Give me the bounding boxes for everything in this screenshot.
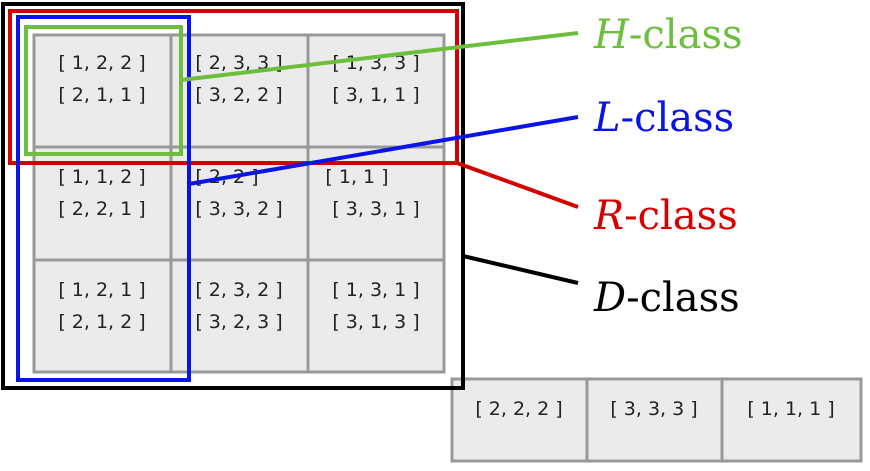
h-class-connector — [180, 31, 579, 82]
cell-word: [ 3, 1, 3 ] — [332, 311, 419, 333]
cell-word: [ 1, 1, 2 ] — [58, 166, 145, 188]
l-class-box — [16, 15, 191, 382]
d-class-box — [1, 2, 465, 390]
cell-word: [ 1, 2, 1 ] — [58, 279, 145, 301]
d-class-label: D-class — [593, 275, 740, 321]
cell-word: [ 3, 2, 2 ] — [195, 84, 282, 106]
bottom-cell — [585, 377, 724, 463]
cell-word: [ 1, 1 ] — [325, 166, 388, 188]
bottom-cell-word: [ 3, 3, 3 ] — [610, 398, 697, 420]
grid-cell — [306, 145, 446, 262]
cell-word: [ 3, 3, 1 ] — [332, 198, 419, 220]
cell-word: [ 2, 3, 2 ] — [195, 279, 282, 301]
r-class-box — [8, 9, 459, 165]
bottom-row: [ 2, 2, 2 ] [ 3, 3, 3 ] [ 1, 1, 1 ] — [450, 377, 863, 463]
bottom-cell — [720, 377, 863, 463]
grid-cell — [169, 33, 310, 149]
bottom-cell — [450, 377, 589, 463]
cell-word: [ 2, 1, 2 ] — [58, 311, 145, 333]
cell-word: [ 3, 1, 1 ] — [332, 84, 419, 106]
l-class-label: L-class — [593, 95, 734, 141]
l-class-connector — [188, 115, 579, 186]
r-class-label: R-class — [593, 193, 738, 239]
cell-word: [ 3, 3, 2 ] — [195, 198, 282, 220]
bottom-cell-word: [ 2, 2, 2 ] — [475, 398, 562, 420]
grid-cell — [32, 33, 173, 149]
grid-cell-texts: [ 1, 2, 2 ] [ 2, 1, 1 ] [ 2, 3, 3 ] [ 3,… — [58, 52, 419, 333]
cell-word: [ 3, 2, 3 ] — [195, 311, 282, 333]
grid-cell — [306, 258, 446, 374]
d-class-connector — [462, 254, 579, 285]
bottom-cell-word: [ 1, 1, 1 ] — [747, 398, 834, 420]
grid — [32, 33, 446, 374]
cell-word: [ 1, 2, 2 ] — [58, 52, 145, 74]
cell-word: [ 2, 1, 1 ] — [58, 84, 145, 106]
h-class-box — [24, 25, 183, 156]
cell-word: [ 2, 3, 3 ] — [195, 52, 282, 74]
cell-word: [ 2, 2, 1 ] — [58, 198, 145, 220]
grid-cell — [169, 258, 310, 374]
h-class-label: H-class — [593, 12, 743, 58]
grid-cell — [32, 258, 173, 374]
r-class-connector — [456, 161, 579, 209]
cell-word: [ 1, 3, 1 ] — [332, 279, 419, 301]
